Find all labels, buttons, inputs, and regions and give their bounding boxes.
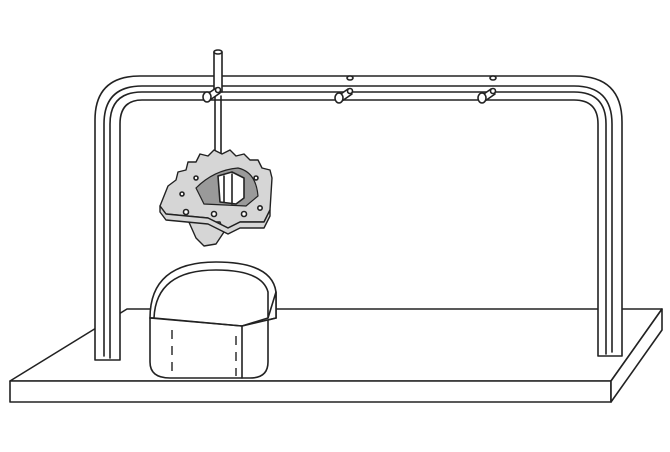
vertical-rod <box>213 49 223 201</box>
gantry-frame <box>94 75 623 361</box>
adjustment-pin-3 <box>477 75 497 104</box>
container <box>149 261 277 379</box>
adjustment-pin-1 <box>202 86 222 103</box>
adjustment-pin-2 <box>334 75 354 104</box>
gear-specimen <box>159 149 273 247</box>
